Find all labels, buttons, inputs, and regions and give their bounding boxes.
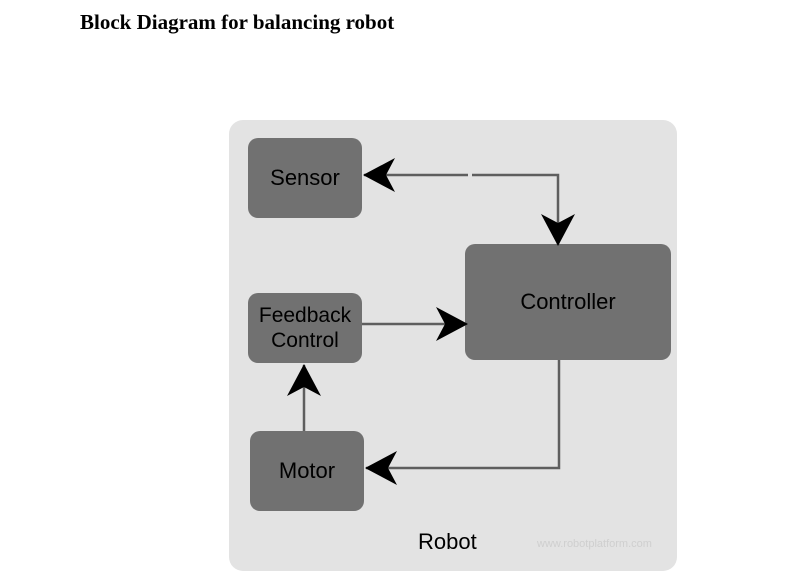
- motor-block: Motor: [250, 431, 364, 511]
- feedback-control-block: Feedback Control: [248, 293, 362, 363]
- watermark: www.robotplatform.com: [537, 538, 652, 550]
- feedback-control-label-line-2: Control: [271, 329, 339, 352]
- controller-block: Controller: [465, 244, 671, 360]
- sensor-block: Sensor: [248, 138, 362, 218]
- controller-label: Controller: [520, 288, 616, 314]
- feedback-control-label-line-1: Feedback: [258, 303, 352, 327]
- sensor-label: Sensor: [270, 164, 340, 190]
- robot-label: Robot: [418, 529, 477, 554]
- motor-label: Motor: [278, 457, 336, 483]
- page-title: Block Diagram for balancing robot: [80, 10, 395, 34]
